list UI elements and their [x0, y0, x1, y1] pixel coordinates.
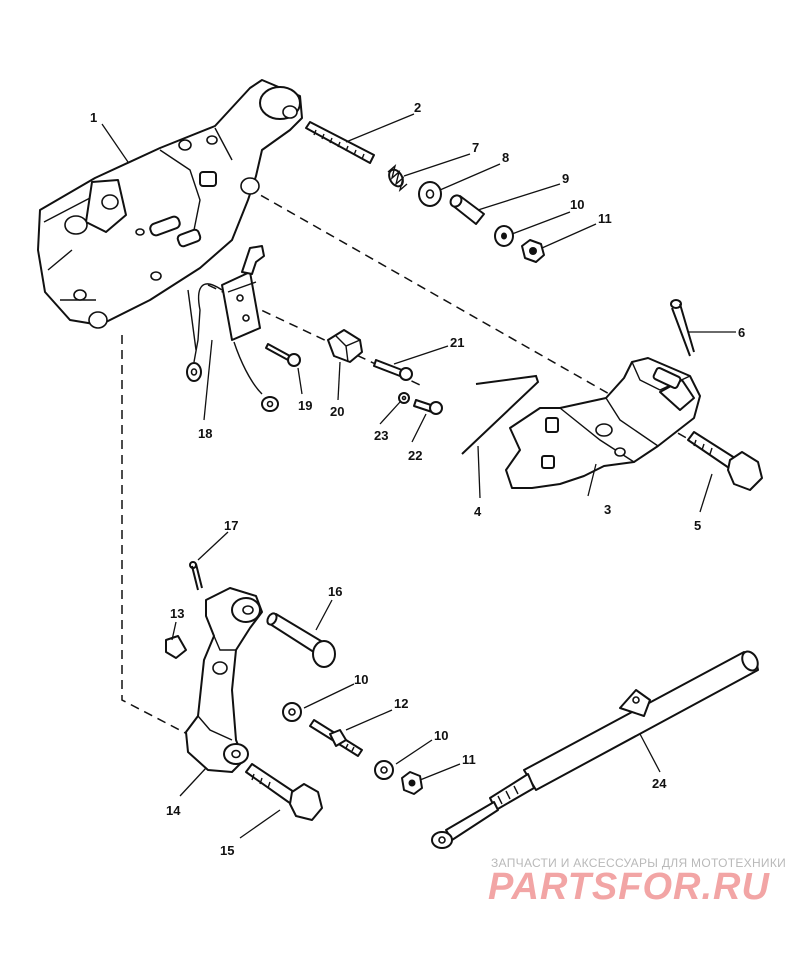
part-4-wire-rod — [461, 374, 540, 455]
callout-24: 24 — [652, 776, 667, 791]
callout-10-lower: 10 — [434, 728, 448, 743]
part-14-lever-arm — [185, 587, 263, 773]
part-17-cotter-pin — [189, 561, 203, 591]
callout-3: 3 — [604, 502, 611, 517]
callout-21: 21 — [450, 335, 464, 350]
callout-12: 12 — [394, 696, 408, 711]
part-13-clip — [165, 635, 187, 659]
callout-9: 9 — [562, 171, 569, 186]
part-7-spring — [387, 164, 408, 192]
watermark-caption: ЗАПЧАСТИ И АКСЕССУАРЫ ДЛЯ МОТОТЕХНИКИ — [491, 856, 787, 870]
part-10-washer-upper — [494, 225, 514, 247]
part-11-nut-lower — [401, 771, 423, 795]
callout-7: 7 — [472, 140, 479, 155]
callout-23: 23 — [374, 428, 388, 443]
part-24-tie-rod — [431, 650, 759, 849]
part-12-stud — [309, 719, 363, 757]
part-2-threaded-stud — [305, 121, 375, 164]
part-8-washer — [418, 181, 442, 207]
part-18-switch-harness — [186, 245, 279, 412]
part-23-lock-washer — [398, 392, 410, 404]
part-10-washer-middle — [282, 702, 302, 722]
callout-20: 20 — [330, 404, 344, 419]
callout-19: 19 — [298, 398, 312, 413]
callout-10-middle: 10 — [354, 672, 368, 687]
part-22-screw — [413, 399, 443, 415]
callout-4: 4 — [474, 504, 482, 519]
callout-17: 17 — [224, 518, 238, 533]
alignment-line-bracket-to-lever — [121, 335, 196, 739]
part-19-screw — [265, 343, 301, 367]
callout-13: 13 — [170, 606, 184, 621]
callout-2: 2 — [414, 100, 421, 115]
part-15-shoulder-bolt — [245, 763, 323, 821]
callout-15: 15 — [220, 843, 234, 858]
part-5-shoulder-bolt — [687, 431, 763, 491]
callout-8: 8 — [502, 150, 509, 165]
part-9-sleeve — [449, 194, 485, 225]
callout-16: 16 — [328, 584, 342, 599]
part-10-washer-lower — [374, 760, 394, 780]
watermark-logo: PARTSFOR.RU — [488, 866, 770, 908]
part-16-pin — [266, 612, 336, 668]
callout-5: 5 — [694, 518, 701, 533]
callout-10: 10 — [570, 197, 584, 212]
part-20-clip — [327, 329, 363, 363]
part-6-cotter-pin — [670, 299, 695, 357]
callout-22: 22 — [408, 448, 422, 463]
callout-11-lower: 11 — [462, 752, 476, 767]
callout-11: 11 — [598, 211, 612, 226]
callout-1: 1 — [90, 110, 97, 125]
part-11-nut-upper — [521, 239, 545, 263]
part-21-screw — [373, 359, 413, 381]
leader-lines — [101, 113, 736, 839]
callout-numbers: 1 2 3 4 5 6 7 8 9 10 11 12 13 14 15 16 1… — [90, 100, 745, 858]
part-3-swivel-bracket — [505, 357, 701, 489]
callout-14: 14 — [166, 803, 181, 818]
callout-18: 18 — [198, 426, 212, 441]
part-1-bracket-plate — [37, 79, 303, 329]
callout-6: 6 — [738, 325, 745, 340]
